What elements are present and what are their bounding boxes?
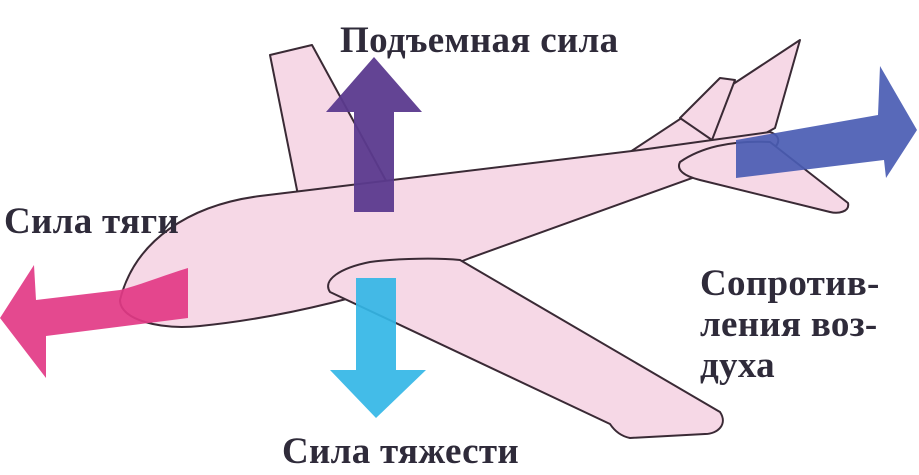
drag-label-line-3: духа — [700, 345, 775, 386]
tail-stabilizer — [678, 140, 850, 214]
lower-wing — [327, 257, 724, 439]
lift-label: Подъемная сила — [340, 20, 618, 61]
drag-arrow — [736, 66, 917, 178]
drag-label-line-1: Сопротив- — [700, 263, 880, 304]
thrust-label: Сила тяги — [4, 201, 179, 242]
gravity-label: Сила тяжести — [282, 431, 519, 472]
gravity-arrow — [330, 278, 426, 418]
drag-label-line-2: ления воз- — [700, 304, 878, 345]
lift-arrow — [326, 57, 422, 212]
fuselage — [119, 131, 780, 328]
thrust-arrow — [0, 265, 188, 378]
tail-fin-back — [679, 77, 736, 141]
